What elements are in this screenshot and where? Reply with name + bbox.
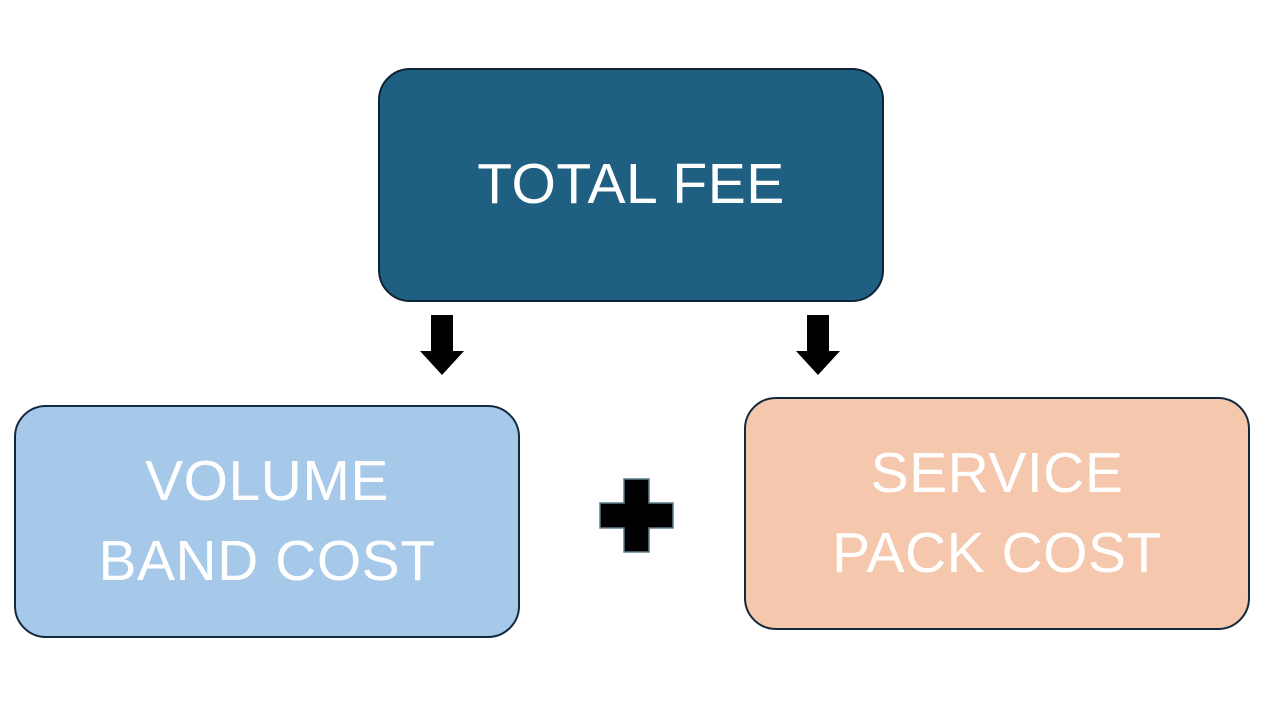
node-volume-band-cost: VOLUME BAND COST [14, 405, 520, 638]
down-arrow-icon [420, 315, 464, 375]
node-service-pack-cost: SERVICE PACK COST [744, 397, 1250, 630]
node-service-pack-cost-label-line2: PACK COST [832, 520, 1162, 585]
down-arrow-icon [796, 315, 840, 375]
node-volume-band-cost-label-line2: BAND COST [98, 528, 436, 593]
plus-shape [599, 478, 674, 553]
plus-icon [599, 478, 674, 553]
node-service-pack-cost-label-line1: SERVICE [870, 440, 1124, 505]
down-arrow-shape [420, 315, 464, 375]
node-total-fee: TOTAL FEE [378, 68, 884, 302]
node-volume-band-cost-label-line1: VOLUME [145, 448, 389, 513]
down-arrow-shape [796, 315, 840, 375]
node-total-fee-label: TOTAL FEE [477, 152, 785, 217]
